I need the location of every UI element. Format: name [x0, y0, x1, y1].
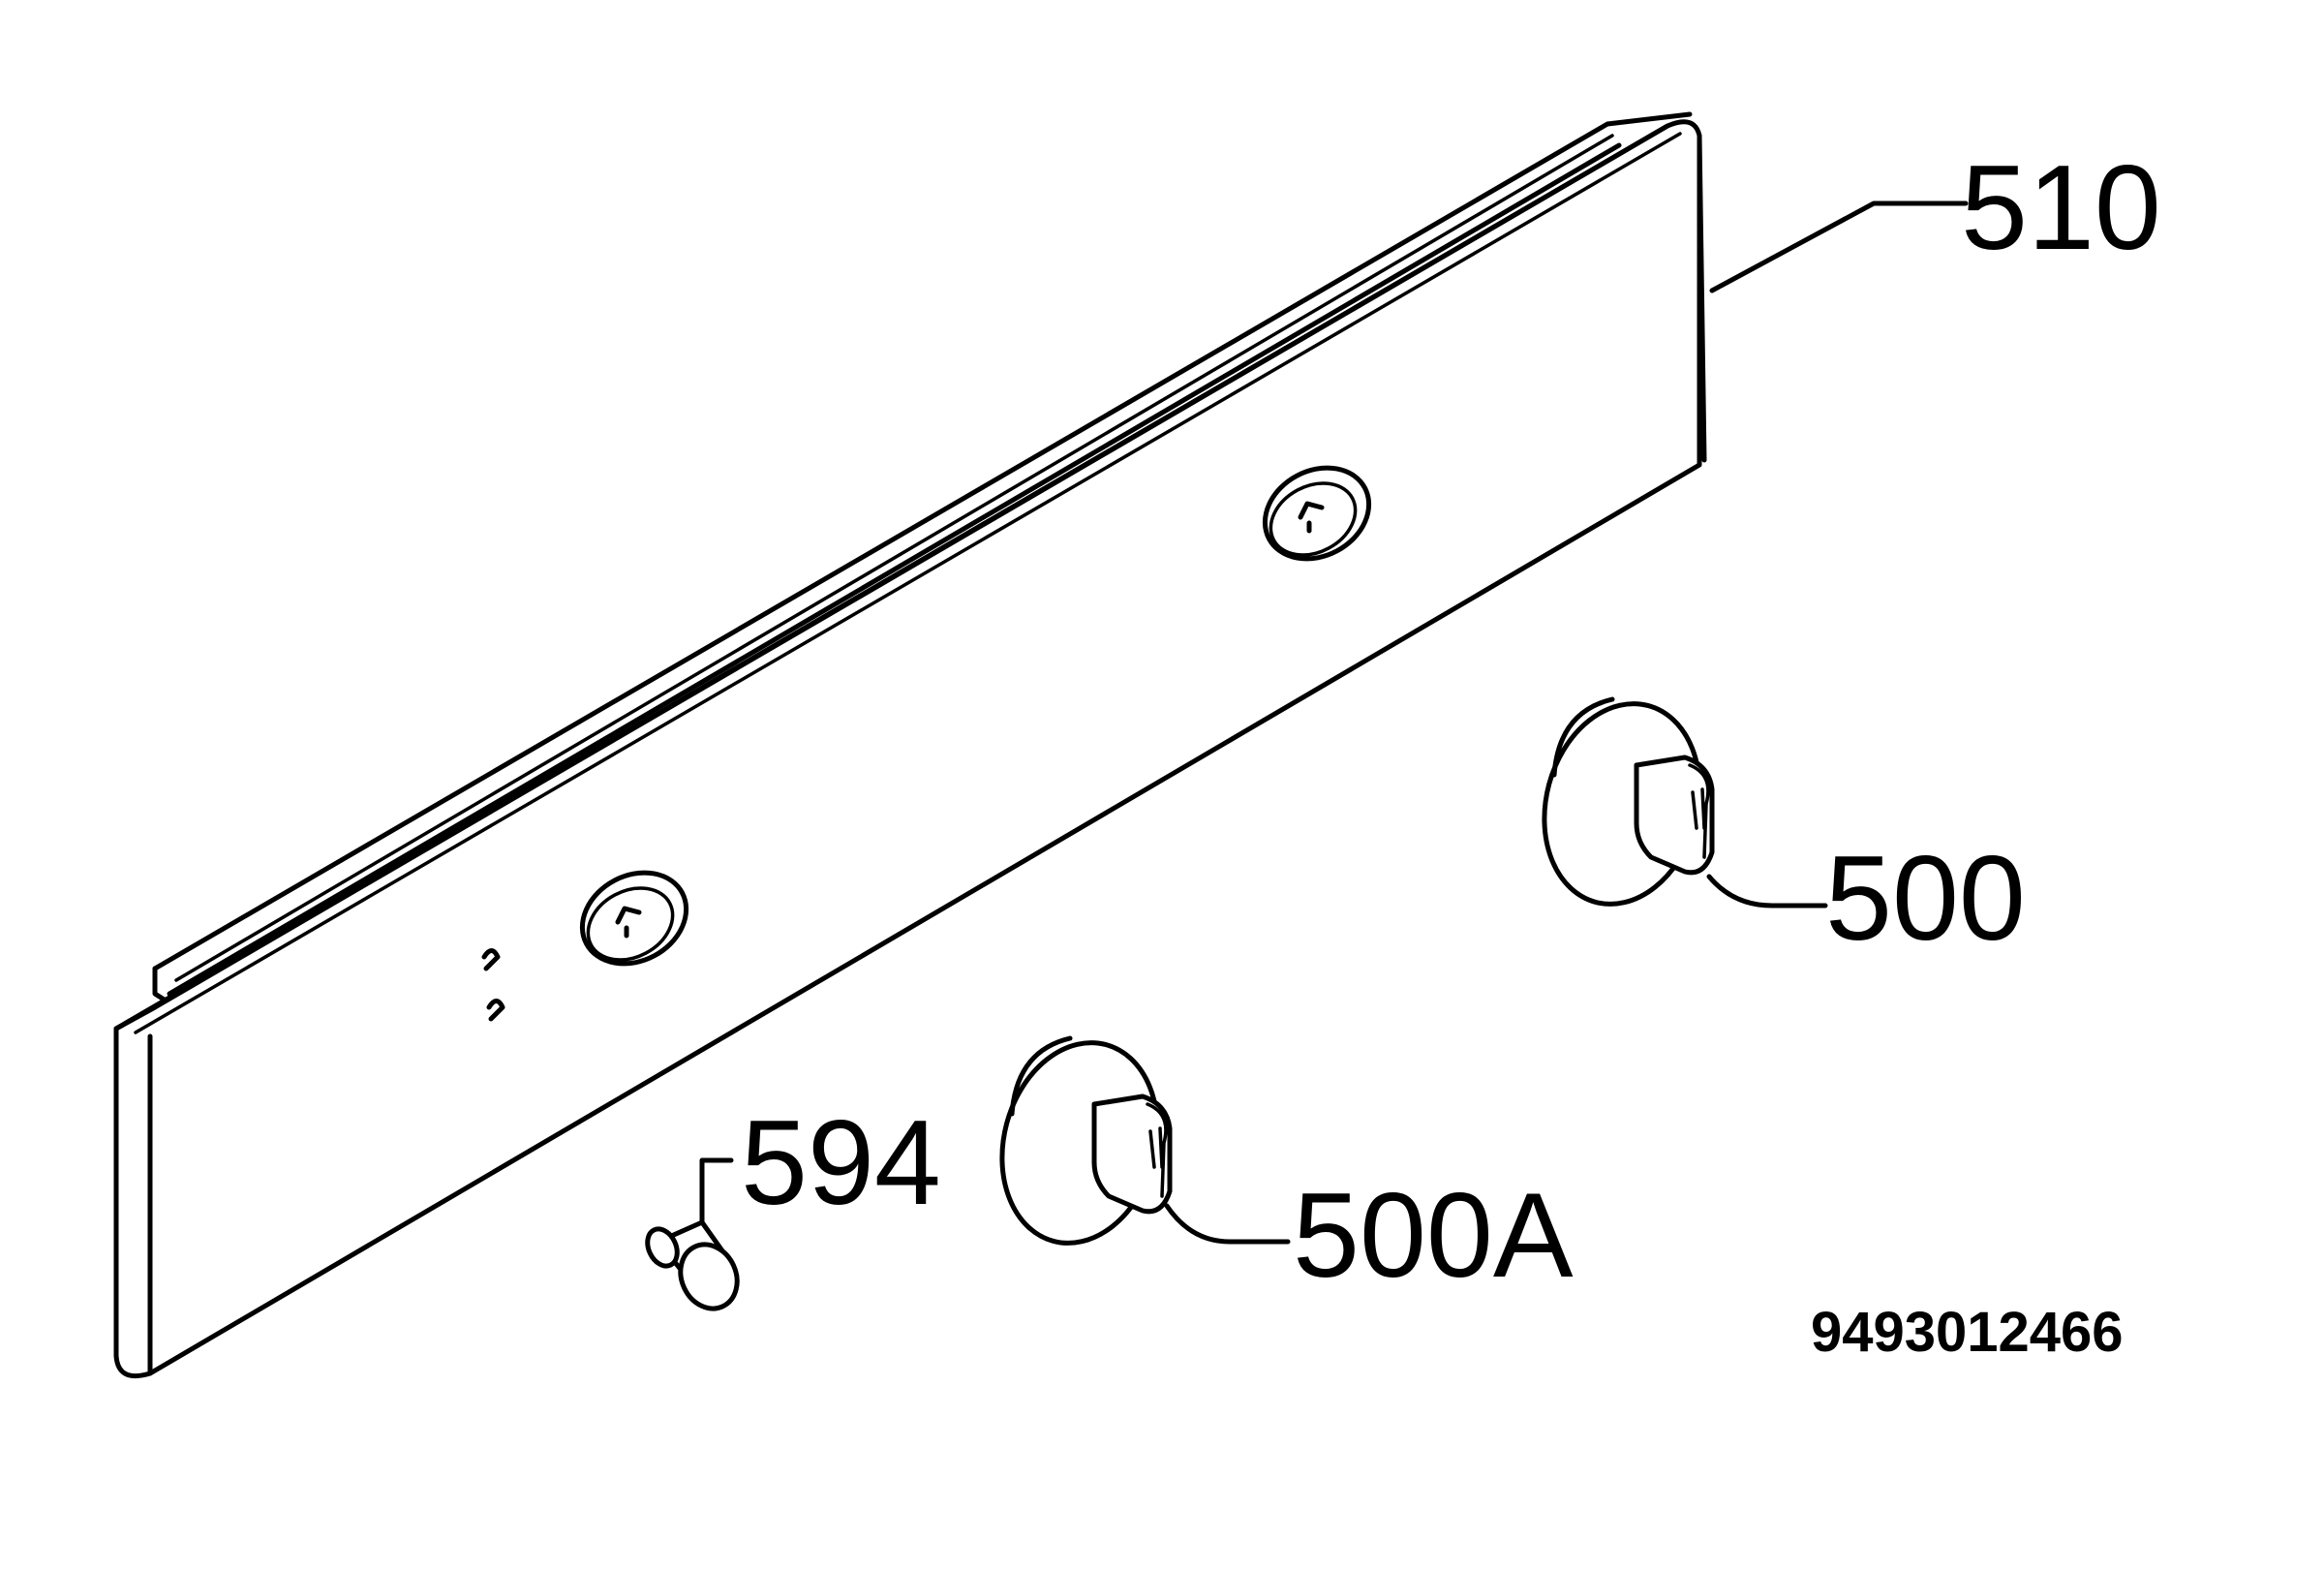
leader-500: [1706, 874, 1828, 909]
indicator-holes: [481, 948, 505, 1022]
leader-500a: [1164, 1203, 1291, 1245]
control-knob-500: [1542, 696, 1715, 907]
screw-594: [645, 1219, 740, 1311]
control-knob-500a: [999, 1035, 1173, 1246]
knob-hole-left: [579, 870, 689, 967]
label-500: 500: [1825, 832, 2026, 966]
knob-hole-right: [1262, 465, 1372, 562]
label-500a: 500A: [1293, 1169, 1574, 1303]
label-510: 510: [1961, 141, 2161, 275]
label-594: 594: [741, 1096, 941, 1230]
drawing-number: 9493012466: [1811, 1301, 2124, 1364]
control-panel: [113, 111, 1707, 1379]
leader-594: [699, 1157, 734, 1225]
leader-510: [1709, 200, 1969, 293]
leader-lines: [699, 200, 1969, 1245]
